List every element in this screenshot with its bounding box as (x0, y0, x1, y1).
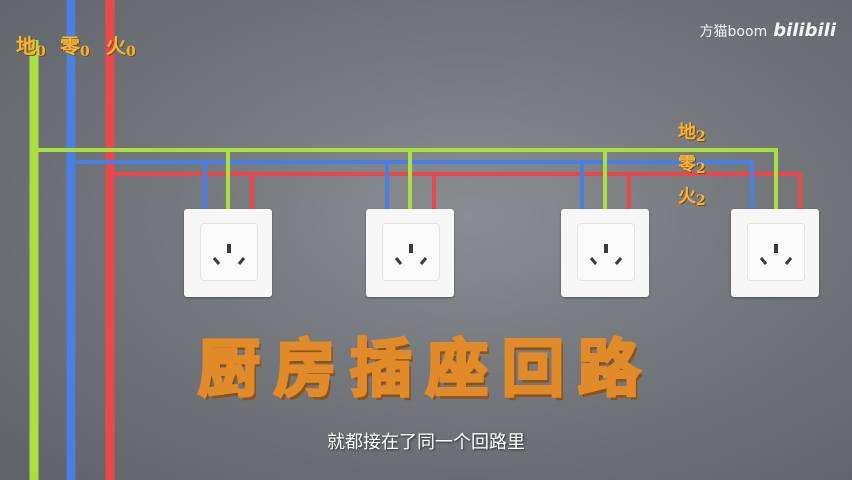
label-neutral-2: 零2 (678, 154, 706, 177)
socket-3-face (577, 223, 635, 281)
socket-2 (366, 209, 454, 297)
socket-3 (561, 209, 649, 297)
socket-4 (731, 209, 819, 297)
diagram-title: 厨房插座回路 (196, 331, 654, 407)
socket-2-holes-icon (394, 244, 428, 265)
socket-3-holes-icon (589, 244, 623, 265)
socket-4-face (747, 223, 805, 281)
bilibili-logo-icon: bilibili (773, 20, 836, 41)
socket-4-holes-icon (759, 244, 793, 265)
label-neutral-0: 零0 (60, 34, 90, 60)
socket-2-face (382, 223, 440, 281)
socket-1-face (200, 223, 258, 281)
label-live-0: 火0 (106, 34, 136, 60)
caption-subtitle: 就都接在了同一个回路里 (327, 432, 525, 453)
watermark-author: 方猫boom (699, 23, 768, 40)
socket-1-holes-icon (212, 244, 246, 265)
label-ground-0: 地0 (16, 34, 46, 60)
label-ground-2: 地2 (678, 122, 706, 145)
socket-1 (184, 209, 272, 297)
label-live-2: 火2 (678, 186, 706, 209)
watermark: 方猫boom bilibili (700, 20, 836, 41)
